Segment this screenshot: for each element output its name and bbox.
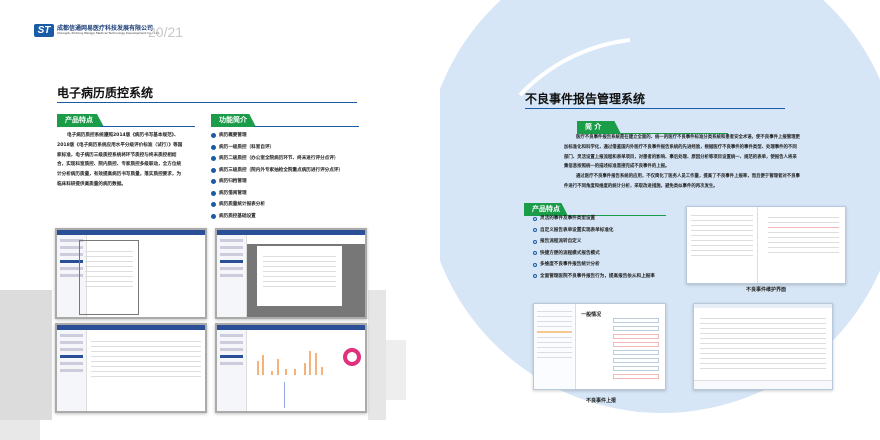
- intro-text-2: 通过医疗不良事件报告系统的应用，不仅简化了医务人员工作量，提高了不良事件上报率，…: [564, 174, 800, 189]
- bullet-icon: [211, 190, 216, 196]
- functions-tag: 功能简介: [211, 114, 256, 127]
- screenshot-event-list: [693, 303, 833, 390]
- list-item: 病历三级质控（院内外专家抽检全院重点病历进行评分点评）: [211, 165, 381, 177]
- divider: [618, 133, 728, 134]
- screenshot-statistics: [215, 323, 367, 413]
- decor-block: [0, 290, 52, 420]
- caption-report: 不良事件上报: [586, 398, 617, 404]
- list-item: 自定义报告表单设置实现表单标准化: [533, 225, 703, 237]
- divider: [100, 126, 195, 127]
- bullet-icon: [533, 262, 537, 267]
- list-item: 病历二级质控（办公室全院病历环节、终末进行评分点评）: [211, 153, 381, 165]
- left-title: 电子病历质控系统: [57, 86, 154, 100]
- list-item: 快捷方便的流程模式报告模式: [533, 248, 703, 260]
- list-item: 病历归档管理: [211, 176, 381, 188]
- list-item: 病历质量统计报表分析: [211, 199, 381, 211]
- right-title: 不良事件报告管理系统: [525, 92, 646, 106]
- bullet-icon: [533, 274, 537, 279]
- bullet-icon: [211, 213, 216, 219]
- decor-block: [386, 340, 406, 400]
- bullet-icon: [533, 251, 537, 256]
- functions-list: 病历概要管理 病历一级质控（科室自评） 病历二级质控（办公室全院病历环节、终末进…: [211, 130, 381, 222]
- list-item: 病历概要管理: [211, 130, 381, 142]
- list-item: 多维度不良事件报告统计分析: [533, 259, 703, 271]
- divider: [254, 126, 359, 127]
- bullet-icon: [211, 144, 216, 150]
- bullet-icon: [533, 216, 537, 221]
- company-name: 成都信通网易医疗科技发展有限公司: [57, 25, 154, 32]
- form-title: 一般情况: [581, 312, 602, 318]
- bullet-icon: [211, 202, 216, 208]
- screenshot-record-view: [55, 228, 207, 319]
- decor-block: [0, 420, 40, 440]
- features-tag: 产品特点: [524, 203, 568, 216]
- bullet-icon: [211, 167, 216, 173]
- bullet-icon: [211, 156, 216, 162]
- list-item: 灵活的事件及事件类型设置: [533, 213, 703, 225]
- right-features-list: 灵活的事件及事件类型设置 自定义报告表单设置实现表单标准化 报告流程流转自定义 …: [533, 213, 703, 282]
- list-item: 病历一级质控（科室自评）: [211, 142, 381, 154]
- divider: [57, 102, 357, 103]
- list-item: 病历借阅管理: [211, 188, 381, 200]
- intro-text-1: 医疗不良事件报告系统是在建立全面的、统一的医疗不良事件标准分类系统和患者安全术语…: [564, 135, 800, 170]
- list-item: 全面管理医院不良事件报告行为，提高报告依从和上报率: [533, 271, 703, 283]
- bullet-icon: [211, 179, 216, 185]
- bar-chart-thumbnail: [257, 348, 361, 408]
- page-numbers: 20/21: [148, 24, 184, 40]
- company-name-en: Chengdu Xintong Wangyi Medical Technolog…: [57, 31, 160, 35]
- bullet-icon: [211, 133, 216, 139]
- screenshot-qc-list: [55, 323, 207, 413]
- decor-block: [368, 290, 386, 420]
- divider: [566, 215, 666, 216]
- company-logo: ST: [34, 24, 54, 37]
- caption-maintain: 不良事件维护界面: [746, 287, 787, 293]
- list-item: 报告流程流转自定义: [533, 236, 703, 248]
- bullet-icon: [533, 228, 537, 233]
- screenshot-record-dialog: [215, 228, 367, 319]
- screenshot-event-maintain: [686, 206, 846, 284]
- intro-tag: 简 介: [577, 121, 621, 134]
- features-text: 电子病历质控系统遵照2014版《病历书写基本规范》、2018版《电子病历系统应用…: [57, 133, 183, 187]
- divider: [525, 108, 785, 109]
- list-item: 病历质控基础设置: [211, 211, 381, 223]
- screenshot-event-report: 一般情况: [533, 303, 666, 390]
- bullet-icon: [533, 239, 537, 244]
- features-tag: 产品特点: [57, 114, 104, 127]
